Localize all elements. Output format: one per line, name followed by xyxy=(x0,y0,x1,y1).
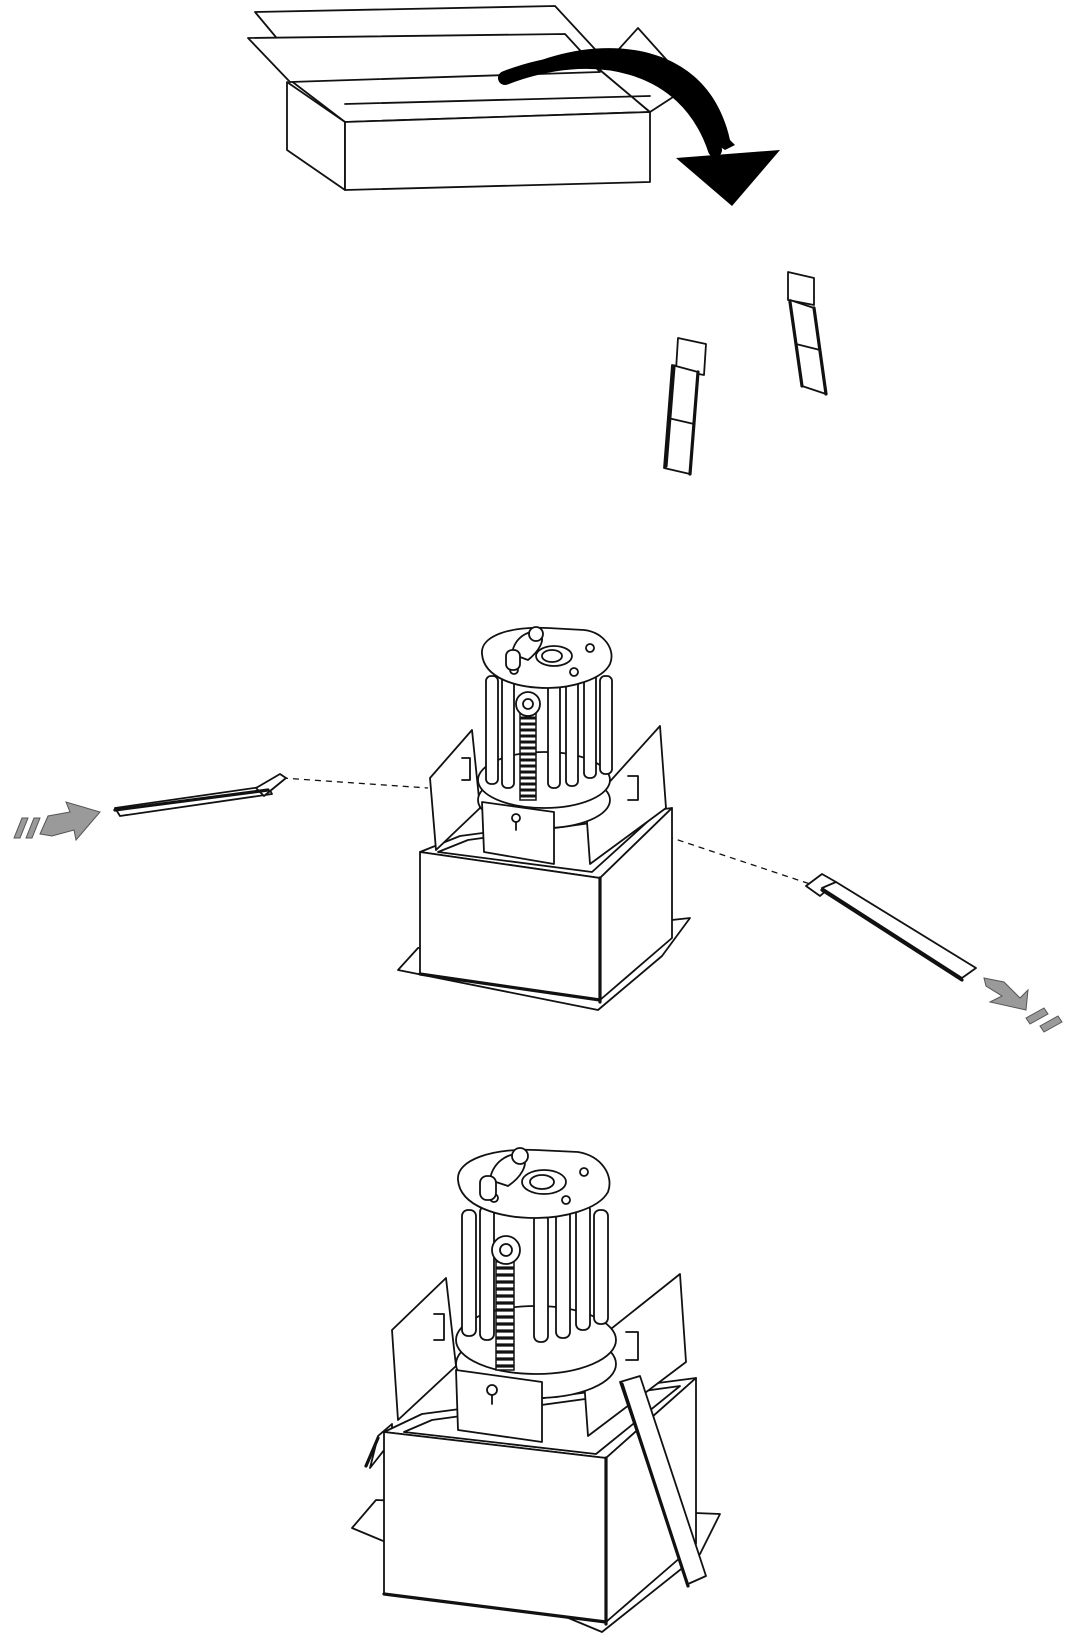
spring-assembled-icon xyxy=(491,1235,521,1371)
clip-right-icon xyxy=(805,873,977,982)
mounting-clip-right-icon xyxy=(787,271,828,396)
mounting-clip-left-icon xyxy=(663,337,707,476)
guide-line-left xyxy=(281,777,429,789)
fixture-icon xyxy=(397,626,691,1011)
push-arrow-right-icon xyxy=(983,977,1063,1033)
push-arrow-left-icon xyxy=(13,801,101,842)
guide-line-right xyxy=(635,825,811,885)
step-insert-clips xyxy=(0,600,1072,1040)
fixture-assembled-icon xyxy=(351,1147,721,1633)
spring-clip-right-icon xyxy=(619,1375,707,1588)
unbox-illustration xyxy=(247,5,828,476)
clip-left-icon xyxy=(113,773,287,817)
spring-icon xyxy=(515,691,541,801)
box-icon xyxy=(247,5,691,191)
assembled-illustration xyxy=(351,1147,721,1633)
step-unbox xyxy=(0,0,1072,480)
flip-arrow-icon xyxy=(498,48,780,206)
step-assembled xyxy=(0,1100,1072,1633)
insert-clips-illustration xyxy=(13,626,1063,1033)
